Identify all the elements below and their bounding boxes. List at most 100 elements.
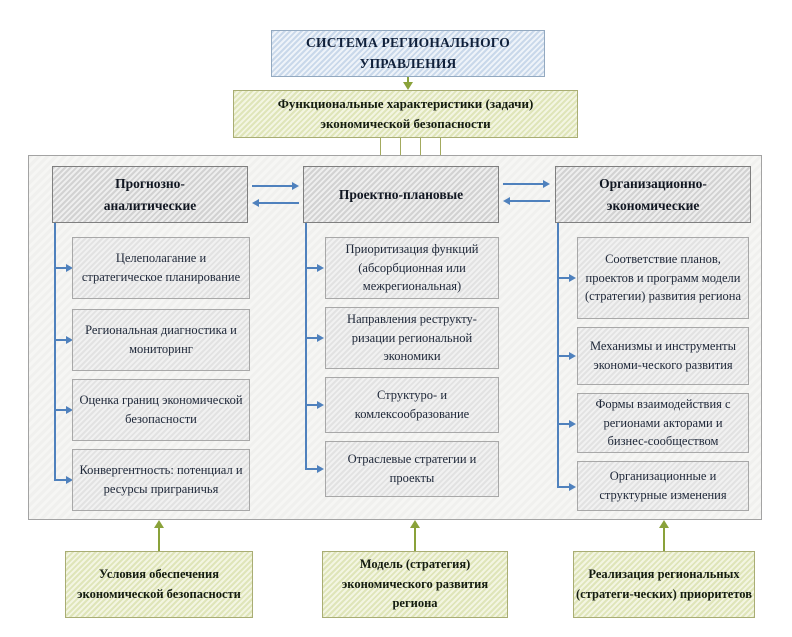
- connector-line: [440, 138, 441, 155]
- branch-arrow-icon: [54, 405, 73, 415]
- branch-arrow-icon: [305, 464, 324, 474]
- function-characteristics-box: Функциональные характеристики (задачи) э…: [233, 90, 578, 138]
- arrow-left-icon: [503, 196, 550, 206]
- column-header-text: Проектно-плановые: [338, 186, 464, 202]
- item-box: Направления реструкту-ризации региональн…: [325, 307, 499, 369]
- item-text: Соответствие планов, проектов и программ…: [584, 251, 742, 304]
- item-text: Приоритизация функций (абсорбционная или…: [345, 241, 479, 294]
- item-box: Организационные и структурные изменения: [577, 461, 749, 511]
- column-header-forecast-analytical: Прогнозно-аналитические: [52, 166, 248, 223]
- arrow-head: [317, 465, 324, 473]
- item-box: Оценка границ экономической безопасности: [72, 379, 250, 441]
- arrow-head: [292, 182, 299, 190]
- arrow-line: [305, 337, 317, 339]
- arrow-head: [252, 199, 259, 207]
- arrow-head: [154, 520, 164, 528]
- bottom-box-text: Условия обеспечения экономической безопа…: [77, 567, 241, 601]
- item-box: Механизмы и инструменты экономи-ческого …: [577, 327, 749, 385]
- arrow-head: [66, 406, 73, 414]
- arrow-line: [54, 267, 66, 269]
- item-box: Приоритизация функций (абсорбционная или…: [325, 237, 499, 299]
- arrow-line: [663, 528, 665, 551]
- bottom-box-text: Модель (стратегия) экономического развит…: [341, 557, 489, 611]
- arrow-line: [510, 200, 550, 202]
- arrow-head: [410, 520, 420, 528]
- column-header-text: Прогнозно-аналитические: [103, 175, 197, 213]
- item-box: Региональная диагностика и мониторинг: [72, 309, 250, 371]
- branch-arrow-icon: [557, 273, 576, 283]
- function-characteristics-text: Функциональные характеристики (задачи) э…: [277, 95, 534, 131]
- branch-arrow-icon: [557, 351, 576, 361]
- arrow-head: [569, 352, 576, 360]
- branch-arrow-icon: [305, 263, 324, 273]
- item-box: Отраслевые стратегии и проекты: [325, 441, 499, 497]
- arrow-head: [317, 264, 324, 272]
- arrow-down-icon: [403, 77, 413, 90]
- column-header-organizational-economic: Организационно-экономические: [555, 166, 751, 223]
- arrow-line: [557, 277, 569, 279]
- arrow-head: [543, 180, 550, 188]
- item-box: Соответствие планов, проектов и программ…: [577, 237, 749, 319]
- arrow-up-icon: [410, 520, 420, 551]
- item-box: Формы взаимодействия с регионами акторам…: [577, 393, 749, 453]
- connector-line: [380, 138, 381, 155]
- arrow-left-icon: [252, 198, 299, 208]
- column-header-text: Организационно-экономические: [599, 175, 707, 213]
- bottom-box-model: Модель (стратегия) экономического развит…: [322, 551, 508, 618]
- bottom-box-realization: Реализация региональных (стратеги-ческих…: [573, 551, 755, 618]
- arrow-line: [557, 423, 569, 425]
- bottom-box-text: Реализация региональных (стратеги-ческих…: [576, 567, 752, 601]
- arrow-head: [503, 197, 510, 205]
- arrow-up-icon: [659, 520, 669, 551]
- arrow-line: [259, 202, 299, 204]
- item-text: Целеполагание и стратегическое планирова…: [81, 251, 241, 284]
- arrow-line: [414, 528, 416, 551]
- item-text: Направления реструкту-ризации региональн…: [347, 311, 477, 364]
- column-connector-line: [54, 223, 56, 481]
- item-text: Формы взаимодействия с регионами акторам…: [595, 396, 731, 449]
- arrow-line: [54, 409, 66, 411]
- arrow-head: [403, 82, 413, 90]
- arrow-head: [569, 483, 576, 491]
- arrow-line: [158, 528, 160, 551]
- column-header-project-planning: Проектно-плановые: [303, 166, 499, 223]
- item-text: Структуро- и комлексообразование: [354, 388, 470, 421]
- arrow-line: [305, 468, 317, 470]
- arrow-line: [557, 355, 569, 357]
- arrow-line: [305, 404, 317, 406]
- system-title-box: СИСТЕМА РЕГИОНАЛЬНОГО УПРАВЛЕНИЯ: [271, 30, 545, 77]
- system-title-text: СИСТЕМА РЕГИОНАЛЬНОГО УПРАВЛЕНИЯ: [306, 34, 510, 71]
- arrow-head: [659, 520, 669, 528]
- arrow-head: [317, 401, 324, 409]
- item-text: Механизмы и инструменты экономи-ческого …: [589, 339, 737, 372]
- branch-arrow-icon: [54, 475, 73, 485]
- arrow-up-icon: [154, 520, 164, 551]
- item-text: Региональная диагностика и мониторинг: [85, 323, 237, 356]
- arrow-head: [317, 334, 324, 342]
- arrow-line: [407, 77, 409, 82]
- item-box: Конвергентность: потенциал и ресурсы при…: [72, 449, 250, 511]
- item-box: Целеполагание и стратегическое планирова…: [72, 237, 250, 299]
- item-text: Конвергентность: потенциал и ресурсы при…: [79, 463, 243, 496]
- arrow-right-icon: [503, 179, 550, 189]
- branch-arrow-icon: [54, 263, 73, 273]
- arrow-line: [503, 183, 543, 185]
- arrow-line: [305, 267, 317, 269]
- branch-arrow-icon: [305, 400, 324, 410]
- bottom-box-conditions: Условия обеспечения экономической безопа…: [65, 551, 253, 618]
- branch-arrow-icon: [557, 419, 576, 429]
- item-text: Оценка границ экономической безопасности: [79, 393, 243, 426]
- item-box: Структуро- и комлексообразование: [325, 377, 499, 433]
- item-text: Отраслевые стратегии и проекты: [347, 452, 477, 485]
- branch-arrow-icon: [305, 333, 324, 343]
- item-text: Организационные и структурные изменения: [599, 469, 727, 502]
- arrow-line: [54, 479, 66, 481]
- arrow-right-icon: [252, 181, 299, 191]
- arrow-line: [252, 185, 292, 187]
- arrow-head: [569, 274, 576, 282]
- arrow-head: [66, 264, 73, 272]
- connector-line: [400, 138, 401, 155]
- arrow-line: [557, 486, 569, 488]
- column-connector-line: [305, 223, 307, 469]
- branch-arrow-icon: [557, 482, 576, 492]
